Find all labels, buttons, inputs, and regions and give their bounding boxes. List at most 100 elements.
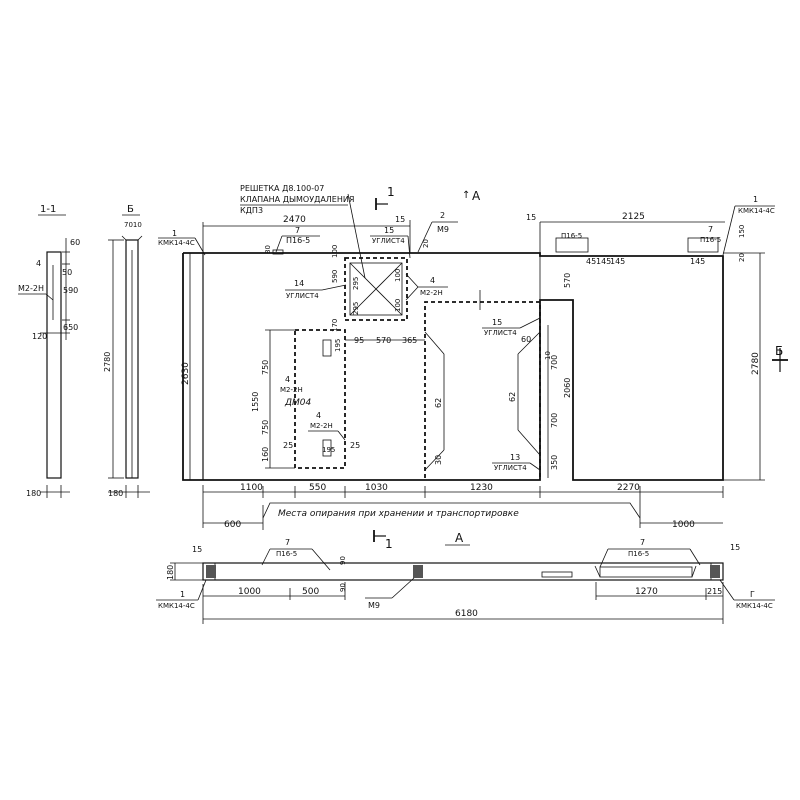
height-left: 2630 — [181, 362, 191, 385]
window-dm04 — [294, 329, 346, 469]
plan-dim-90-b: 90 — [339, 583, 347, 592]
p16-5-right: П16-5 — [561, 232, 582, 240]
m9-name: М9 — [437, 225, 449, 234]
dim-62-a: 62 — [434, 398, 443, 408]
dim-100-gr: 100 — [394, 269, 402, 282]
p7-right-pos: 7 — [708, 225, 713, 234]
ug15-right-name: УГЛИСТ4 — [484, 329, 517, 337]
grate-label: РЕШЕТКА Д8.100-07 — [240, 184, 324, 193]
valve-label: КЛАПАНА ДЫМОУДАЛЕНИЯ — [240, 195, 354, 204]
dim-295-a: 295 — [352, 277, 360, 290]
ug14-name: УГЛИСТ4 — [286, 292, 319, 300]
m22n-win-top-name: М2-2Н — [280, 386, 303, 394]
ug13-pos: 13 — [510, 453, 520, 462]
s11-rebar-label: М2-2Н — [18, 284, 44, 293]
plan-p7-left-name: П16-5 — [276, 550, 297, 558]
dim-570-v: 570 — [563, 273, 572, 288]
dim-1100: 1100 — [240, 483, 263, 493]
plan-a: 180 15 90 90 7 П16-5 7 П16-5 15 1 КМК14-… — [156, 538, 775, 624]
plan-callout-right-name: КМК14-4С — [736, 602, 773, 610]
dim-750-b: 750 — [261, 420, 270, 435]
dim-100-top: 100 — [331, 245, 339, 258]
plan-a-outline — [202, 562, 724, 581]
plan-total: 6180 — [455, 609, 478, 619]
m22n-grate-name: М2-2Н — [420, 289, 443, 297]
plan-m9: М9 — [368, 601, 380, 610]
m22n-win-mid-pos: 4 — [316, 411, 321, 420]
s11-dim-180: 180 — [26, 489, 41, 498]
side-b-bottom-dim: 180 — [108, 489, 123, 498]
s11-dim-650: 650 — [63, 323, 78, 332]
dim-80: 80 — [264, 245, 272, 254]
dim-2060: 2060 — [563, 378, 572, 398]
ug13-name: УГЛИСТ4 — [494, 464, 527, 472]
support-right: 1000 — [672, 520, 695, 530]
dim-150: 150 — [738, 225, 746, 238]
dim-350: 350 — [550, 455, 559, 470]
dim-95: 95 — [354, 336, 364, 345]
dim-170: 170 — [331, 319, 339, 332]
dim-700-a: 700 — [550, 355, 559, 370]
cut-1-bottom: 1 — [385, 537, 393, 551]
dim-365: 365 — [402, 336, 417, 345]
plan-p7-right-name: П16-5 — [628, 550, 649, 558]
dim-1030: 1030 — [365, 483, 388, 493]
plan-dim-1000: 1000 — [238, 587, 261, 597]
p7-right-name: П16-5 — [700, 236, 721, 244]
grate-box — [344, 257, 408, 321]
plan-p7-left-pos: 7 — [285, 538, 290, 547]
dim-570-h: 570 — [376, 336, 391, 345]
dim-145-a: 145 — [596, 257, 611, 266]
dim-62-b: 62 — [508, 392, 517, 402]
plan-callout-right-pos: Г — [750, 590, 755, 599]
dim-145-b: 145 — [610, 257, 625, 266]
m22n-win-mid-name: М2-2Н — [310, 422, 333, 430]
m9-pos: 2 — [440, 211, 445, 220]
dim-2470: 2470 — [283, 215, 306, 225]
s11-dim-590: 590 — [63, 286, 78, 295]
dim-15-right: 15 — [526, 213, 536, 222]
ug14-pos: 14 — [294, 279, 304, 288]
dim-550: 550 — [309, 483, 326, 493]
ug15-top-pos: 15 — [384, 226, 394, 235]
callout-right-pos: 1 — [753, 195, 758, 204]
side-b-top-dim: 7010 — [124, 221, 142, 229]
view-a-top-arrow: ↑ — [462, 190, 470, 201]
view-b: Б — [775, 344, 783, 358]
plan-dim-90-a: 90 — [339, 556, 347, 565]
dim-160: 160 — [261, 447, 270, 462]
callout-right-name: КМК14-4С — [738, 207, 775, 215]
plan-callout-left-name: КМК14-4С — [158, 602, 195, 610]
callout-left-name: КМК14-4С — [158, 239, 195, 247]
dim-195-a: 195 — [334, 339, 342, 352]
view-a-bottom: А — [455, 531, 464, 545]
m22n-win-top-pos: 4 — [285, 375, 290, 384]
kap-label: КДП3 — [240, 206, 263, 215]
plan-dim-215: 215 — [707, 587, 722, 596]
cut-1-top: 1 — [387, 185, 395, 199]
height-right: 2780 — [751, 352, 761, 375]
p7-left-pos: 7 — [295, 226, 300, 235]
dim-1550: 1550 — [251, 392, 260, 412]
dim-700-b: 700 — [550, 413, 559, 428]
callout-left-pos: 1 — [172, 229, 177, 238]
dim-295-b: 295 — [352, 302, 360, 315]
side-view-b: Б 7010 2780 180 — [103, 204, 150, 498]
dim-60-door: 60 — [521, 335, 531, 344]
dim-145-c: 145 — [690, 257, 705, 266]
dim-2270: 2270 — [617, 483, 640, 493]
s11-dim-50: 50 — [62, 268, 72, 277]
side-b-height: 2780 — [103, 352, 112, 372]
dim-15-top: 15 — [395, 215, 405, 224]
dim-2125: 2125 — [622, 212, 645, 222]
plan-callout-left-pos: 1 — [180, 590, 185, 599]
plan-dim-180: 180 — [166, 565, 175, 580]
section-1-1-title: 1-1 — [40, 204, 56, 215]
view-a-top: А — [472, 189, 481, 203]
plan-ref-15: 15 — [730, 543, 740, 552]
dim-10: 10 — [544, 351, 552, 360]
ug15-top-name: УГЛИСТ4 — [372, 237, 405, 245]
s11-dim-60: 60 — [70, 238, 80, 247]
side-b-title: Б — [127, 204, 134, 215]
